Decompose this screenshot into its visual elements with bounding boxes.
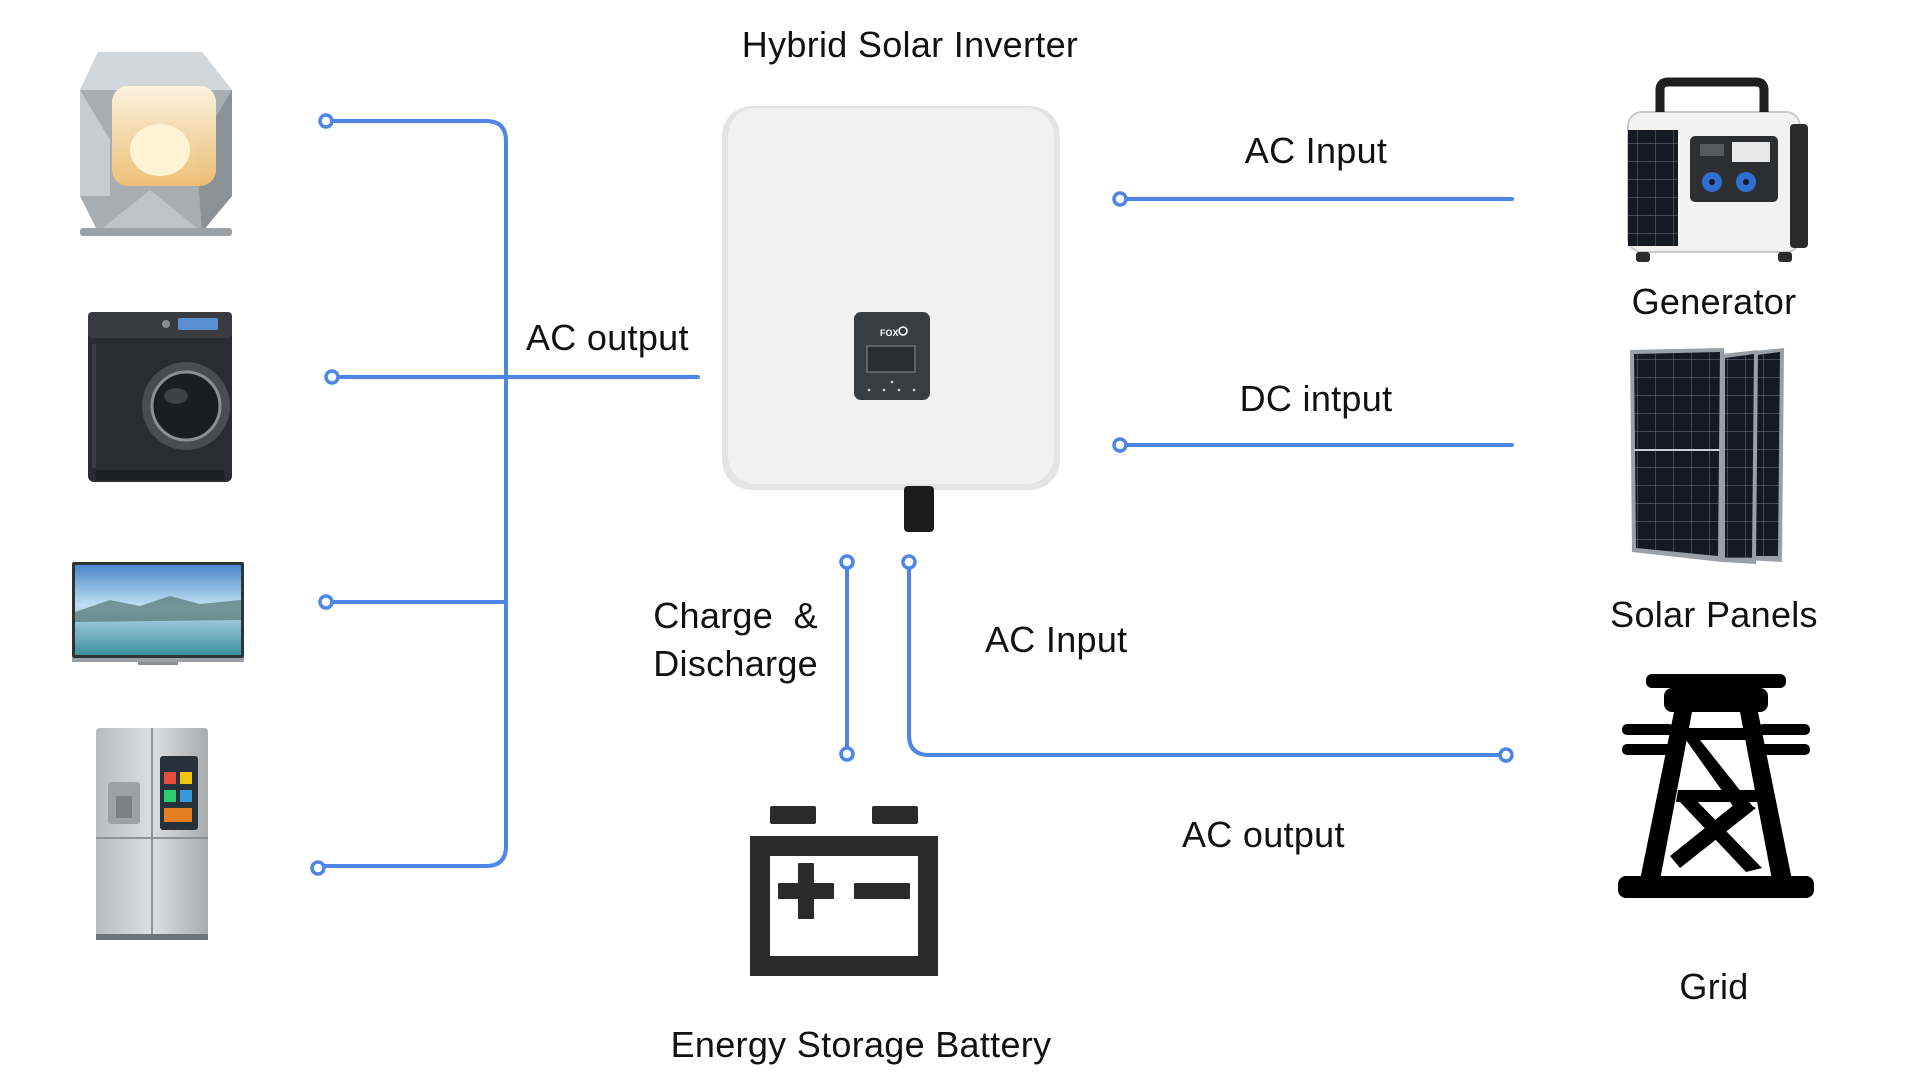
endpoint-washer bbox=[324, 369, 340, 385]
endpoint-grid-right bbox=[1498, 747, 1514, 763]
dc-input-label: DC intput bbox=[1239, 378, 1393, 419]
endpoint-battery-bottom bbox=[839, 746, 855, 762]
grid-tower-icon bbox=[1618, 674, 1814, 898]
ac-output-bus-line bbox=[316, 119, 508, 868]
endpoint-fridge bbox=[310, 860, 326, 876]
ac-input-generator-label: AC Input bbox=[1244, 130, 1388, 171]
solar-panels-icon bbox=[1630, 348, 1784, 564]
endpoint-tv bbox=[318, 594, 334, 610]
generator-label: Generator bbox=[1631, 281, 1797, 322]
grid-label: Grid bbox=[1679, 966, 1749, 1007]
endpoint-lamp bbox=[318, 113, 334, 129]
inverter-icon: FOX bbox=[722, 106, 1060, 532]
endpoint-generator-input bbox=[1112, 191, 1128, 207]
battery-icon bbox=[750, 806, 938, 976]
ac-input-grid-label: AC Input bbox=[985, 619, 1128, 660]
lamp-icon bbox=[80, 52, 232, 236]
grid-line bbox=[907, 560, 1508, 757]
battery-label: Energy Storage Battery bbox=[670, 1024, 1052, 1065]
connector-lines bbox=[316, 119, 1514, 868]
washing-machine-icon bbox=[88, 312, 232, 482]
charge-label-line2: Discharge bbox=[653, 643, 818, 684]
charge-discharge-label: Charge & Discharge bbox=[620, 595, 818, 685]
endpoint-battery-top bbox=[839, 554, 855, 570]
inverter-title: Hybrid Solar Inverter bbox=[741, 24, 1079, 65]
ac-output-label: AC output bbox=[526, 317, 689, 358]
ac-output-grid-label: AC output bbox=[1182, 814, 1345, 855]
connector-endpoints bbox=[310, 113, 1514, 876]
inverter-brand-label: FOX bbox=[880, 328, 899, 338]
solar-panels-label: Solar Panels bbox=[1610, 594, 1818, 635]
endpoint-grid-top bbox=[901, 554, 917, 570]
refrigerator-icon bbox=[96, 728, 208, 940]
tv-icon bbox=[72, 562, 244, 665]
endpoint-solar-input bbox=[1112, 437, 1128, 453]
generator-icon bbox=[1627, 77, 1808, 262]
charge-label-line1: Charge & bbox=[653, 595, 818, 636]
